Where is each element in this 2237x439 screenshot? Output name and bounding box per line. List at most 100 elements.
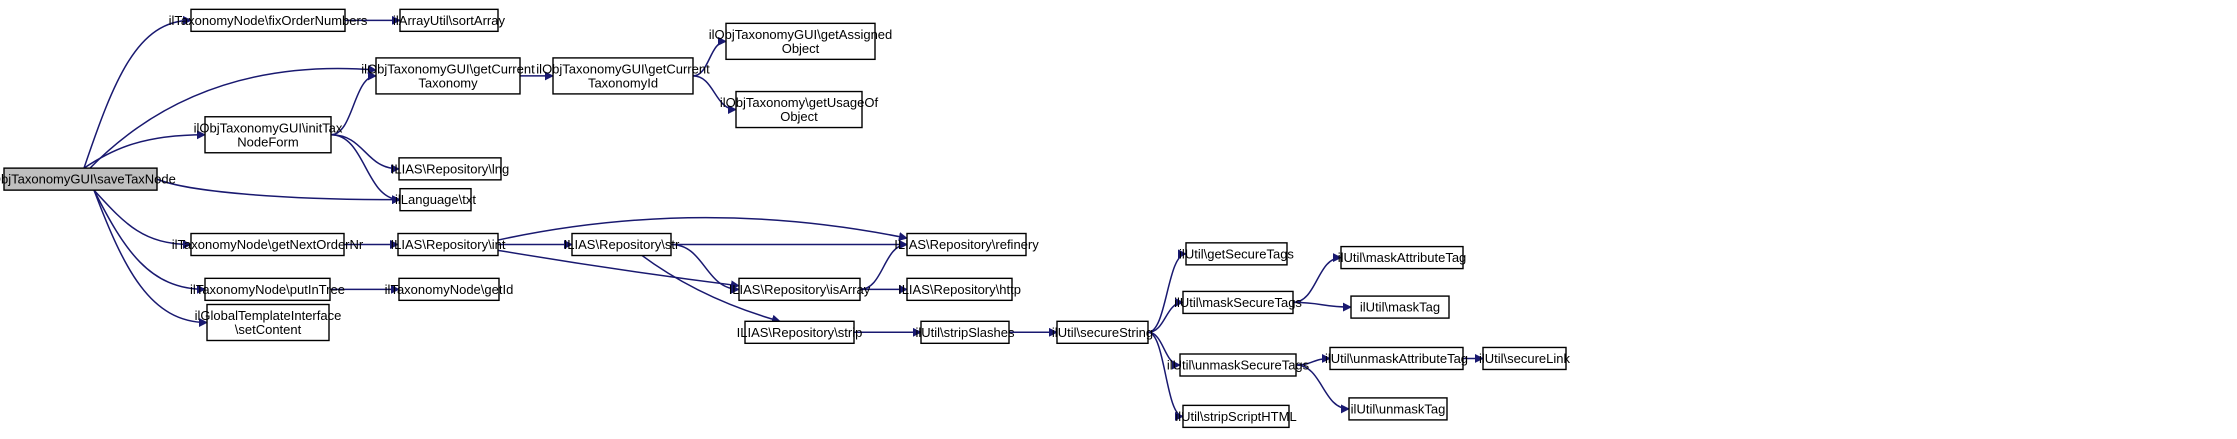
nodes-layer: ilObjTaxonomyGUI\saveTaxNode ilTaxonomyNo… (0, 8, 1571, 429)
node-str[interactable]: ILIAS\Repository\str (564, 232, 680, 257)
node-securelink[interactable]: ilUtil\secureLink (1479, 346, 1571, 371)
node-box (1056, 320, 1149, 345)
edge-savetaxnode-to-inittaxnodeform (83, 130, 206, 169)
node-box (398, 157, 502, 181)
node-box (3, 167, 158, 191)
node-box (1329, 346, 1464, 371)
node-label: ilUtil\stripSlashes (916, 325, 1015, 340)
node-label: Object (782, 41, 820, 56)
node-securestring[interactable]: ilUtil\secureString (1052, 320, 1153, 345)
edge-int-to-isarray (497, 249, 740, 290)
node-txt[interactable]: ilLanguage\txt (395, 187, 476, 212)
node-setcontent[interactable]: ilGlobalTemplateInterface\setContent (195, 303, 342, 342)
node-maskattributetag[interactable]: ilUtil\maskAttributeTag (1338, 245, 1467, 270)
node-label: ilUtil\unmaskAttributeTag (1325, 351, 1468, 366)
node-box (906, 277, 1013, 302)
node-label: ilObjTaxonomyGUI\initTax (194, 120, 343, 135)
node-stripscripthtml[interactable]: ilUtil\stripScriptHTML (1175, 404, 1297, 429)
node-box (1185, 242, 1288, 266)
node-label: ilUtil\getSecureTags (1179, 246, 1294, 261)
edge-savetaxnode-to-putintree (93, 189, 206, 294)
node-strip[interactable]: ILIAS\Repository\strip (737, 320, 863, 345)
node-box (399, 8, 499, 33)
node-box (1482, 346, 1567, 371)
node-label: ILIAS\Repository\int (391, 237, 506, 252)
node-box (725, 22, 876, 61)
edge-masksecuretags-to-maskattributetag (1292, 253, 1342, 304)
node-label: ilTaxonomyNode\fixOrderNumbers (169, 13, 368, 28)
edges-layer (83, 15, 1484, 421)
node-label: ILIAS\Repository\isArray (729, 282, 871, 297)
node-label: ilUtil\stripScriptHTML (1175, 409, 1296, 424)
node-label: ilObjTaxonomyGUI\getAssigned (709, 27, 893, 42)
node-unmasksecuretags[interactable]: ilUtil\unmaskSecureTags (1167, 353, 1310, 377)
edge-savetaxnode-to-getnextordernr (93, 189, 192, 250)
node-isarray[interactable]: ILIAS\Repository\isArray (729, 277, 871, 302)
node-label: ilUtil\maskAttributeTag (1338, 250, 1467, 265)
node-int[interactable]: ILIAS\Repository\int (391, 232, 506, 257)
node-label: Object (780, 109, 818, 124)
node-label: ilObjTaxonomyGUI\getCurrent (536, 61, 710, 76)
node-label: ilObjTaxonomy\getUsageOf (720, 95, 879, 110)
node-unmaskattributetag[interactable]: ilUtil\unmaskAttributeTag (1325, 346, 1468, 371)
node-lng[interactable]: ILIAS\Repository\lng (391, 157, 510, 181)
node-savetaxnode[interactable]: ilObjTaxonomyGUI\saveTaxNode (0, 167, 176, 191)
node-box (398, 277, 500, 302)
node-box (399, 187, 472, 212)
node-label: ilUtil\secureString (1052, 325, 1153, 340)
node-label: ilObjTaxonomyGUI\saveTaxNode (0, 172, 176, 187)
node-box (1340, 245, 1464, 270)
node-label: ILIAS\Repository\strip (737, 325, 863, 340)
node-label: NodeForm (237, 134, 298, 149)
node-label: ilLanguage\txt (395, 192, 476, 207)
node-label: ilUtil\unmaskSecureTags (1167, 358, 1310, 373)
node-sortarray[interactable]: ilArrayUtil\sortArray (393, 8, 505, 33)
node-refinery[interactable]: ILIAS\Repository\refinery (894, 232, 1039, 257)
node-putintree[interactable]: ilTaxonomyNode\putInTree (190, 277, 345, 302)
node-label: ILIAS\Repository\str (564, 237, 680, 252)
node-label: ilUtil\secureLink (1479, 351, 1571, 366)
edge-getcurrenttaxonomyid-to-getusageofobject (692, 75, 737, 115)
node-box (744, 320, 855, 345)
node-box (206, 303, 330, 342)
node-label: TaxonomyId (588, 75, 658, 90)
node-box (190, 8, 346, 33)
node-label: ilObjTaxonomyGUI\getCurrent (361, 61, 535, 76)
node-box (571, 232, 672, 257)
node-stripslashes[interactable]: ilUtil\stripSlashes (916, 320, 1015, 345)
node-box (204, 116, 332, 154)
node-masktag[interactable]: ilUtil\maskTag (1350, 295, 1450, 319)
node-box (1179, 353, 1297, 377)
edge-getcurrenttaxonomyid-to-getassignedobject (692, 36, 727, 77)
edge-securestring-to-stripscripthtml (1147, 331, 1184, 421)
node-label: ILIAS\Repository\lng (391, 161, 510, 176)
node-unmasktag[interactable]: ilUtil\unmaskTag (1348, 397, 1448, 421)
node-getnextordernr[interactable]: ilTaxonomyNode\getNextOrderNr (172, 232, 364, 257)
node-box (1182, 290, 1294, 315)
node-box (738, 277, 861, 302)
node-box (1348, 397, 1448, 421)
node-getid[interactable]: ilTaxonomyNode\getId (385, 277, 514, 302)
edge-savetaxnode-to-fixordernumbers (83, 15, 192, 169)
node-masksecuretags[interactable]: ilUtil\maskSecureTags (1174, 290, 1302, 315)
node-label: ilTaxonomyNode\getId (385, 282, 514, 297)
node-label: \setContent (235, 322, 302, 337)
node-label: Taxonomy (418, 75, 478, 90)
node-box (190, 232, 345, 257)
edge-securestring-to-masksecuretags (1147, 297, 1184, 334)
edge-savetaxnode-to-txt (156, 178, 401, 205)
node-box (552, 57, 694, 95)
node-box (1182, 404, 1290, 429)
node-http[interactable]: ILIAS\Repository\http (898, 277, 1021, 302)
node-label: ILIAS\Repository\http (898, 282, 1021, 297)
node-fixordernumbers[interactable]: ilTaxonomyNode\fixOrderNumbers (169, 8, 368, 33)
edge-str-to-strip (639, 253, 781, 324)
node-getsecuretags[interactable]: ilUtil\getSecureTags (1179, 242, 1294, 266)
node-box (1350, 295, 1450, 319)
